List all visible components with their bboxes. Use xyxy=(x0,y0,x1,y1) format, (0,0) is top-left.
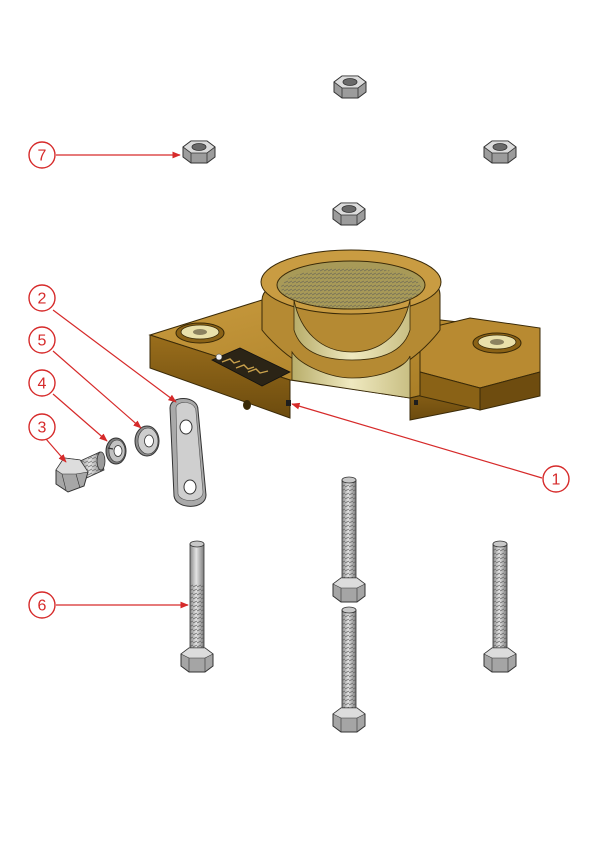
stud-bolt-center-bottom xyxy=(332,606,366,733)
callout-4: 4 xyxy=(28,369,56,397)
hex-nut-left xyxy=(182,140,216,164)
hex-nut-icon xyxy=(332,202,366,226)
threaded-stud-icon xyxy=(180,540,214,673)
hex-bolt-short xyxy=(55,451,106,493)
callout-5-label: 5 xyxy=(38,333,47,350)
washer-icon xyxy=(134,425,160,457)
callout-1: 1 xyxy=(542,465,570,493)
callout-3-label: 3 xyxy=(38,420,47,437)
stud-bolt-center-top xyxy=(332,476,366,603)
callout-1-label: 1 xyxy=(552,472,561,489)
hex-nut-top xyxy=(333,75,367,99)
callout-4-label: 4 xyxy=(38,376,47,393)
link-plate-icon xyxy=(169,398,207,507)
leader-5 xyxy=(52,350,142,429)
threaded-stud-icon xyxy=(332,606,366,733)
leader-1 xyxy=(291,402,543,479)
callout-leaders xyxy=(45,151,543,609)
callout-6-label: 6 xyxy=(38,598,47,615)
callout-bubbles: 7 1 2 5 4 3 6 xyxy=(28,141,570,619)
nameplate xyxy=(211,347,291,387)
link-plate xyxy=(169,398,207,507)
callout-2-label: 2 xyxy=(38,291,47,308)
callout-7-label: 7 xyxy=(38,148,47,165)
clamp-body xyxy=(148,249,541,421)
leader-4 xyxy=(52,393,108,442)
hex-nut-icon xyxy=(333,75,367,99)
callout-6: 6 xyxy=(28,591,56,619)
callout-7: 7 xyxy=(28,141,56,169)
hex-nut-right xyxy=(483,140,517,164)
stud-bolt-left xyxy=(180,540,214,673)
threaded-stud-icon xyxy=(483,540,517,673)
threaded-stud-icon xyxy=(332,476,366,603)
washer-icon xyxy=(105,437,127,465)
callout-5: 5 xyxy=(28,326,56,354)
flat-washer xyxy=(134,425,160,457)
callout-2: 2 xyxy=(28,284,56,312)
hex-nut-icon xyxy=(182,140,216,164)
clamp-body-icon xyxy=(148,249,541,421)
hex-bolt-icon xyxy=(55,451,106,493)
hex-nut-icon xyxy=(483,140,517,164)
leader-3 xyxy=(45,438,67,463)
hex-nut-front xyxy=(332,202,366,226)
lock-washer xyxy=(105,437,127,465)
callout-3: 3 xyxy=(28,413,56,441)
stud-bolt-right xyxy=(483,540,517,673)
leader-2 xyxy=(52,309,177,403)
